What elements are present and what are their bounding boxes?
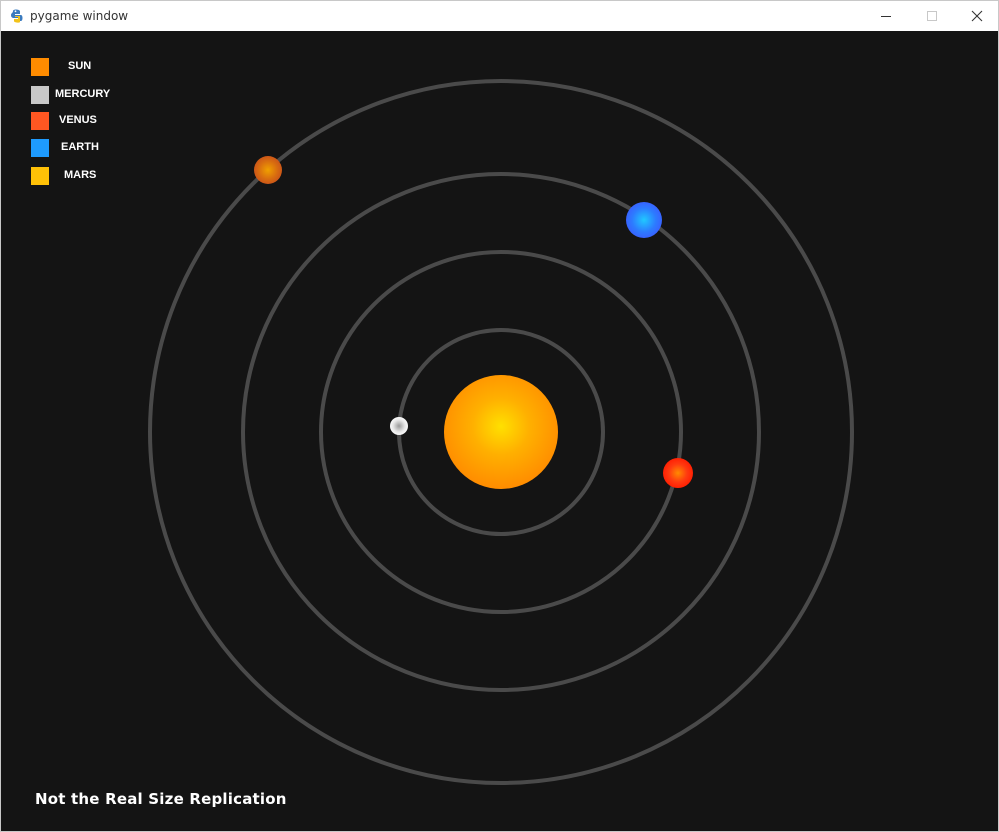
maximize-button[interactable] (909, 1, 955, 31)
minimize-button[interactable] (863, 1, 909, 31)
footer-note: Not the Real Size Replication (35, 790, 287, 808)
legend-swatch (31, 139, 49, 157)
maximize-icon (927, 11, 937, 21)
game-canvas[interactable]: SUN MERCURY VENUS EARTH MARS Not the Rea… (1, 31, 998, 831)
window-title: pygame window (30, 9, 129, 23)
close-button[interactable] (954, 1, 999, 31)
legend-swatch (31, 58, 49, 76)
venus-planet (663, 458, 693, 488)
minimize-icon (881, 16, 891, 17)
solar-system-scene (148, 79, 854, 785)
mercury-planet (390, 417, 408, 435)
earth-orbit (241, 172, 761, 692)
earth-planet (626, 202, 662, 238)
mars-planet (254, 156, 282, 184)
title-bar[interactable]: pygame window (1, 1, 998, 31)
legend-label: VENUS (59, 114, 97, 126)
mars-orbit (148, 79, 854, 785)
legend-label: MERCURY (55, 88, 111, 100)
sun (444, 375, 558, 489)
legend-label: SUN (68, 60, 92, 72)
close-icon (971, 10, 983, 22)
pygame-snake-icon (11, 9, 23, 23)
legend-swatch (31, 112, 49, 130)
legend-swatch (31, 167, 49, 185)
legend-label: EARTH (61, 141, 99, 153)
venus-orbit (319, 250, 683, 614)
legend-swatch (31, 86, 49, 104)
legend-label: MARS (64, 169, 97, 181)
